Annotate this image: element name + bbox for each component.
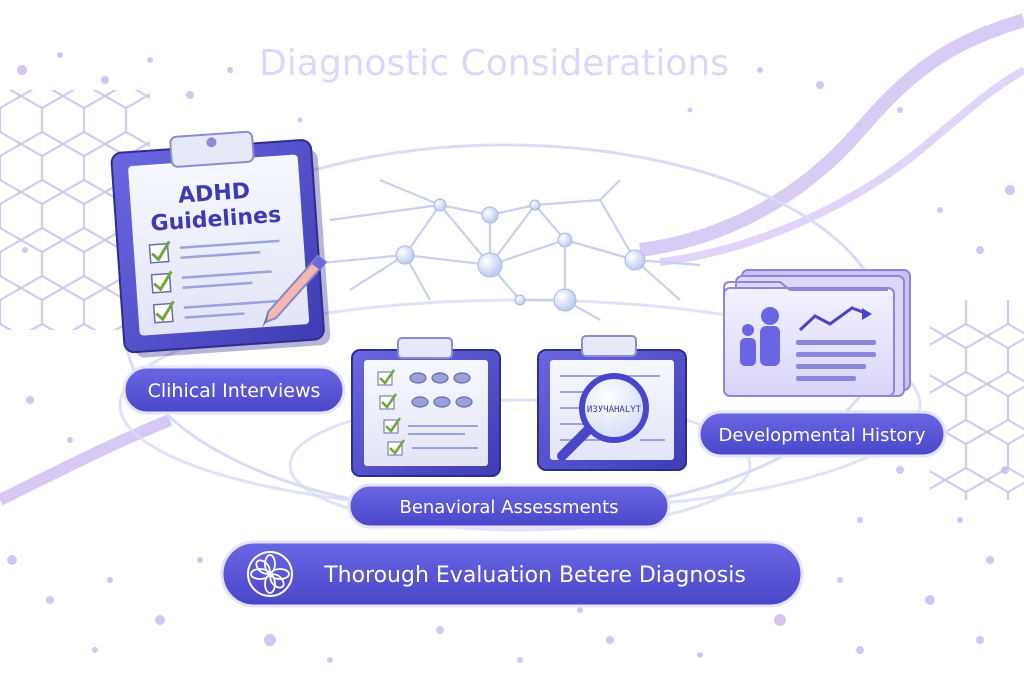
clipboard-behavioral bbox=[351, 337, 501, 477]
network-node bbox=[433, 198, 447, 212]
ribbon-right-lower bbox=[659, 66, 1024, 266]
clipboard-analysis: ИЗУЧАНАLYT bbox=[537, 335, 687, 471]
check-icon bbox=[377, 369, 396, 386]
ribbon-right-upper bbox=[639, 13, 1024, 257]
label-clinical-interviews: Clihical Interviews bbox=[122, 365, 346, 415]
check-icon bbox=[152, 300, 175, 324]
network-node bbox=[624, 249, 646, 271]
check-icon bbox=[379, 393, 398, 410]
network-node bbox=[514, 294, 526, 306]
check-icon bbox=[148, 240, 171, 264]
network-node bbox=[481, 206, 499, 224]
label-clinical-text: Clihical Interviews bbox=[148, 380, 321, 402]
check-icon bbox=[150, 270, 173, 294]
page-title: Diagnostic Considerations bbox=[259, 43, 729, 84]
label-developmental-history: Developmental History bbox=[697, 410, 947, 458]
network-node bbox=[529, 199, 541, 211]
label-behavioral-assessments: Benavioral Assessments bbox=[347, 483, 671, 529]
magnifier-text: ИЗУЧАНАLYT bbox=[587, 405, 642, 415]
family-icon bbox=[740, 307, 780, 366]
clipboard-heading-line1: ADHD bbox=[177, 179, 251, 209]
network-node bbox=[395, 245, 415, 265]
summary-banner: Thorough Evaluation Betere Diagnosis bbox=[220, 540, 804, 608]
label-behavioral-text: Benavioral Assessments bbox=[399, 497, 618, 518]
hexagon-pattern-right bbox=[930, 300, 1024, 500]
network-node bbox=[557, 232, 573, 248]
clipboard-adhd-guidelines: ADHD Guidelines bbox=[110, 130, 331, 358]
clipboard-clip bbox=[169, 130, 255, 168]
network-node bbox=[477, 252, 503, 278]
summary-text: Thorough Evaluation Betere Diagnosis bbox=[323, 563, 746, 588]
brain-flower-icon bbox=[247, 551, 293, 597]
pen-icon bbox=[262, 254, 328, 328]
check-icon bbox=[387, 439, 406, 456]
network-node bbox=[553, 288, 577, 312]
folder-icon bbox=[723, 269, 911, 397]
check-icon bbox=[383, 417, 402, 434]
network-graph bbox=[299, 178, 701, 321]
ribbon-left bbox=[0, 414, 173, 506]
trend-arrow-icon bbox=[798, 306, 872, 332]
label-developmental-text: Developmental History bbox=[719, 425, 926, 446]
magnifier-icon: ИЗУЧАНАLYT bbox=[557, 373, 649, 461]
